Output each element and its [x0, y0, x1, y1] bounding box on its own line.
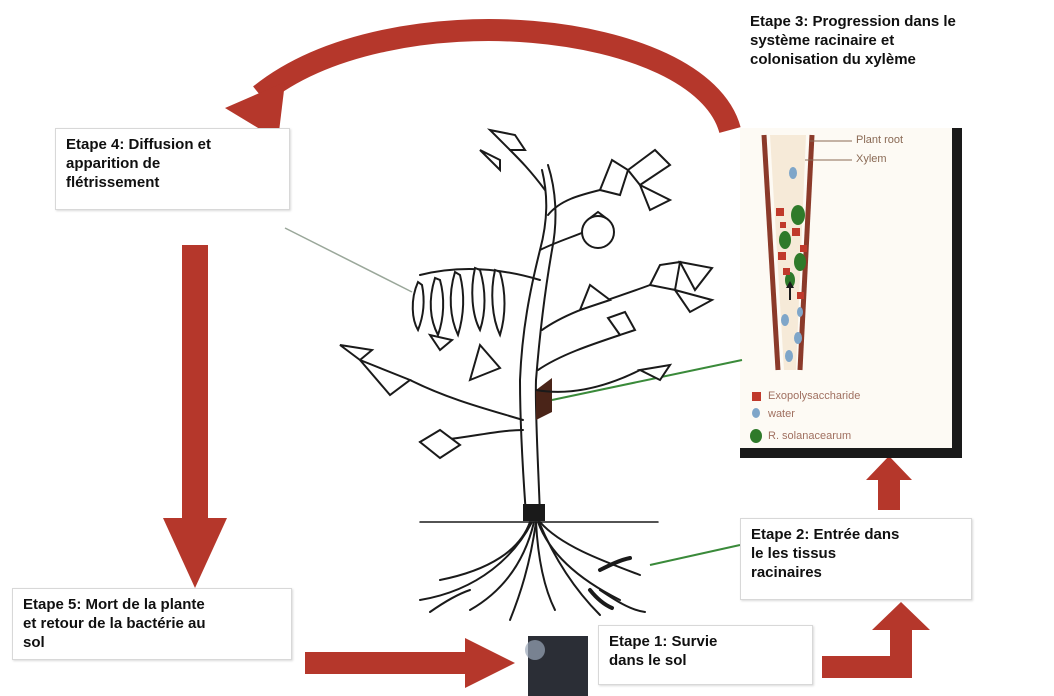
- stage-3-line-1: Etape 3: Progression dans le: [750, 12, 1030, 31]
- soil-photo: [525, 636, 588, 696]
- stage-2-line-1: Etape 2: Entrée dans: [751, 525, 961, 544]
- stage-2-box: Etape 2: Entrée dans le les tissus racin…: [740, 518, 972, 600]
- stage-2-line-2: le les tissus: [751, 544, 961, 563]
- stage-3-line-2: système racinaire et: [750, 31, 1030, 50]
- arrow-stage2-to-stage3: [866, 456, 912, 510]
- stage-4-line-3: flétrissement: [66, 173, 279, 192]
- stage-5-line-1: Etape 5: Mort de la plante: [23, 595, 281, 614]
- stage-5-line-2: et retour de la bactérie au: [23, 614, 281, 633]
- arrow-stage3-to-stage4: [225, 30, 730, 140]
- label-xylem: Xylem: [856, 153, 887, 165]
- stage-1-line-2: dans le sol: [609, 651, 802, 670]
- legend-water: water: [768, 408, 795, 420]
- stage-1-line-1: Etape 1: Survie: [609, 632, 802, 651]
- stage-1-box: Etape 1: Survie dans le sol: [598, 625, 813, 685]
- legend-exopolysaccharide: Exopolysaccharide: [768, 390, 860, 402]
- arrow-stage1-to-stage2: [822, 602, 930, 678]
- arrow-stage4-to-stage5: [163, 245, 227, 588]
- arrow-stage5-to-stage1: [305, 638, 515, 688]
- label-plant-root: Plant root: [856, 134, 903, 146]
- stage-4-line-1: Etape 4: Diffusion et: [66, 135, 279, 154]
- stage-4-box: Etape 4: Diffusion et apparition de flét…: [55, 128, 290, 210]
- stage-2-line-3: racinaires: [751, 563, 961, 582]
- tomato-plant: [340, 130, 712, 620]
- legend-r-solanacearum: R. solanacearum: [768, 430, 851, 442]
- stage-4-line-2: apparition de: [66, 154, 279, 173]
- stage-3-line-3: colonisation du xylème: [750, 50, 1030, 69]
- stage-5-line-3: sol: [23, 633, 281, 652]
- stage-3-box: Etape 3: Progression dans le système rac…: [740, 6, 1040, 86]
- stage-5-box: Etape 5: Mort de la plante et retour de …: [12, 588, 292, 660]
